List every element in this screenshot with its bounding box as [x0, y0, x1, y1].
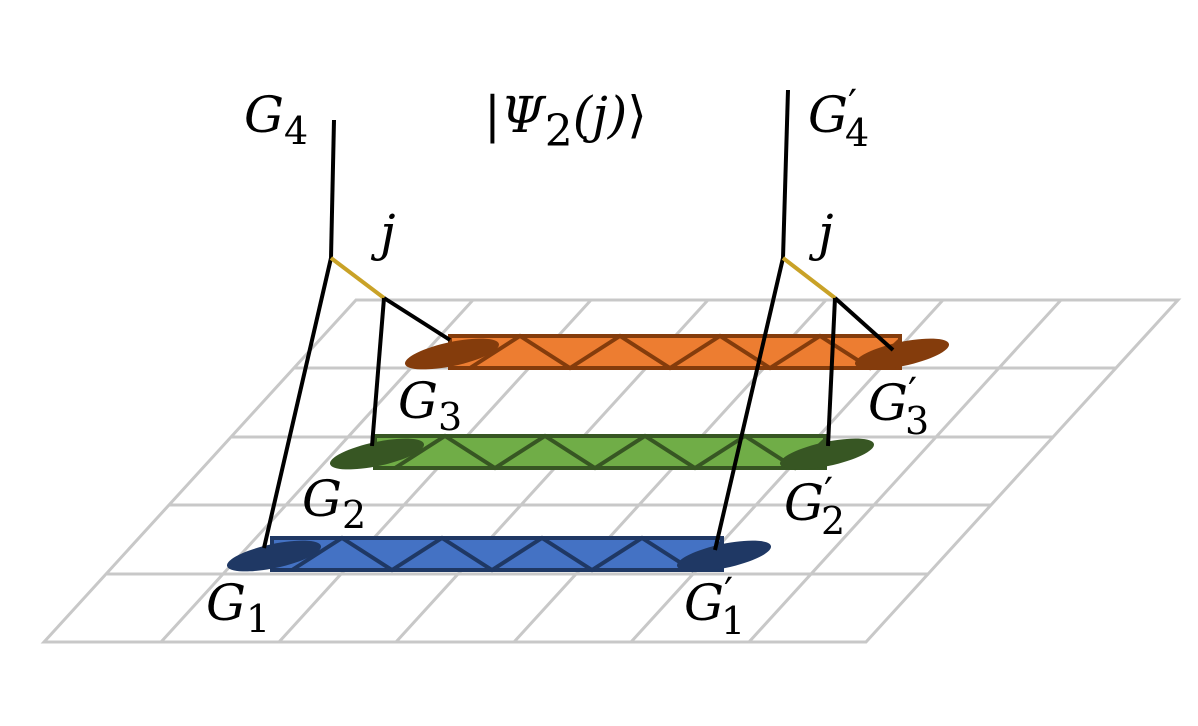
right-branch-to-g3p [833, 296, 895, 352]
label-g2-prime: G′2 [784, 470, 845, 543]
g1p-prime: ′ [724, 570, 733, 616]
g2-sub: 2 [342, 493, 366, 537]
orange-end-left [404, 338, 500, 370]
g1p-base: G [684, 574, 724, 632]
title-bra: | [484, 86, 501, 144]
blue-bar-g1 [226, 535, 772, 573]
green-bar-g2 [329, 433, 875, 471]
right-tree [713, 89, 895, 551]
g4p-prime: ′ [848, 82, 857, 128]
orange-bar-g3 [404, 333, 950, 371]
blue-end-left [226, 540, 322, 572]
blue-bar-zigzag [290, 535, 724, 573]
g1-base: G [206, 574, 246, 632]
green-end-right [779, 438, 875, 470]
g3p-sub: 3 [905, 399, 929, 443]
right-branch-to-g2p [826, 297, 837, 447]
grid-s-line [747, 298, 1063, 644]
left-j-edge [329, 256, 386, 300]
title-psi: Ψ [501, 86, 547, 144]
green-bar-zigzag [393, 433, 827, 471]
label-j-right: j [808, 204, 834, 262]
g2p-sub: 2 [821, 499, 845, 543]
g4-base: G [244, 86, 284, 144]
label-g2: G2 [302, 470, 366, 537]
g2p-base: G [784, 474, 824, 532]
title-arg: (j) [573, 86, 628, 144]
label-g1-prime: G′1 [684, 570, 745, 643]
left-branch-to-g2 [370, 297, 386, 447]
left-tree [262, 119, 452, 549]
title-sub: 2 [545, 106, 573, 157]
g3-base: G [398, 372, 438, 430]
label-g3: G3 [398, 372, 462, 439]
title-ket: ⟩ [627, 86, 647, 144]
left-trunk [329, 119, 336, 259]
orange-end-right [854, 338, 950, 370]
grid-outline [40, 298, 1182, 644]
state-title: |Ψ2(j)⟩ [484, 86, 647, 157]
label-g1: G1 [206, 574, 270, 641]
g1-sub: 1 [246, 597, 270, 641]
green-end-left [329, 438, 425, 470]
g4-sub: 4 [284, 109, 308, 153]
label-g3-prime: G′3 [868, 370, 929, 443]
g4p-base: G [808, 86, 848, 144]
g3-sub: 3 [438, 395, 462, 439]
label-j-left: j [370, 204, 396, 262]
label-g4-prime: G′4 [808, 82, 869, 155]
orange-bar-zigzag [468, 333, 902, 371]
left-branch-to-g1 [262, 257, 333, 549]
blue-end-right [676, 540, 772, 572]
g3p-prime: ′ [908, 370, 917, 416]
g4p-sub: 4 [845, 111, 869, 155]
g2-base: G [302, 470, 342, 528]
g1p-sub: 1 [721, 599, 745, 643]
g2p-prime: ′ [824, 470, 833, 516]
right-j-edge [781, 256, 837, 300]
label-g4: G4 [244, 86, 308, 153]
g3p-base: G [868, 374, 908, 432]
left-branch-to-g3 [382, 296, 452, 342]
right-trunk [781, 89, 790, 259]
right-branch-to-g1p [713, 257, 785, 551]
